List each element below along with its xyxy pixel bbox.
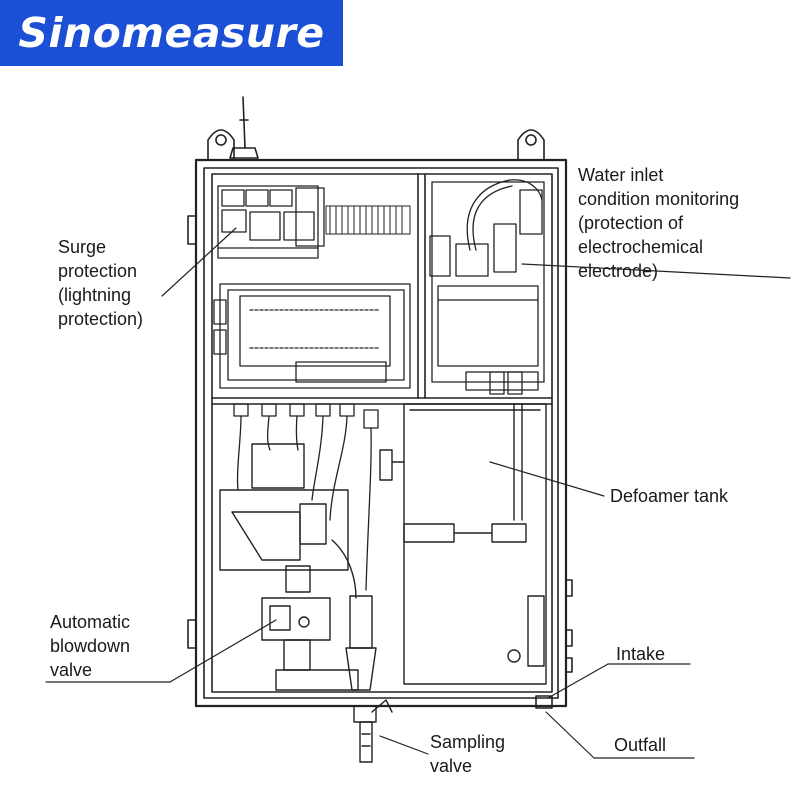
brand-name: Sinomeasure bbox=[18, 9, 325, 57]
blowdown-valve bbox=[261, 597, 359, 691]
label-water-inlet: Water inlet condition monitoring (protec… bbox=[578, 165, 740, 281]
leader-sampling bbox=[379, 735, 429, 755]
pump-assembly bbox=[219, 443, 349, 593]
label-outfall: Outfall bbox=[614, 735, 667, 755]
surge-protection-module bbox=[217, 185, 325, 259]
label-sampling-valve: Sampling valve bbox=[430, 732, 506, 776]
leader-water-inlet bbox=[521, 263, 791, 279]
label-intake: Intake bbox=[616, 644, 666, 664]
leader-lines bbox=[45, 227, 791, 759]
leader-outfall-a bbox=[545, 711, 595, 759]
brand-logo: Sinomeasure bbox=[0, 0, 343, 66]
mounting-lug-right bbox=[517, 129, 545, 161]
sampling-valve-drawing bbox=[353, 699, 393, 763]
water-inlet-monitor bbox=[429, 179, 545, 395]
defoamer-tank bbox=[379, 403, 547, 685]
cabinet-enclosure bbox=[187, 158, 573, 709]
label-defoamer-tank: Defoamer tank bbox=[610, 486, 729, 506]
internal-cables bbox=[236, 415, 372, 591]
leader-defoamer bbox=[489, 461, 605, 497]
label-surge-protection: Surge protection (lightning protection) bbox=[58, 237, 144, 329]
antenna bbox=[229, 96, 259, 159]
terminal-strip bbox=[325, 205, 411, 235]
leader-intake-a bbox=[547, 663, 609, 699]
drain-pipe bbox=[331, 539, 377, 691]
cable-glands bbox=[233, 403, 379, 429]
leader-surge bbox=[161, 227, 237, 297]
mounting-lug-left bbox=[207, 129, 235, 161]
label-blowdown-valve: Automatic blowdown valve bbox=[50, 612, 131, 680]
leader-blowdown-b bbox=[169, 619, 277, 683]
controller-panel bbox=[213, 283, 411, 389]
